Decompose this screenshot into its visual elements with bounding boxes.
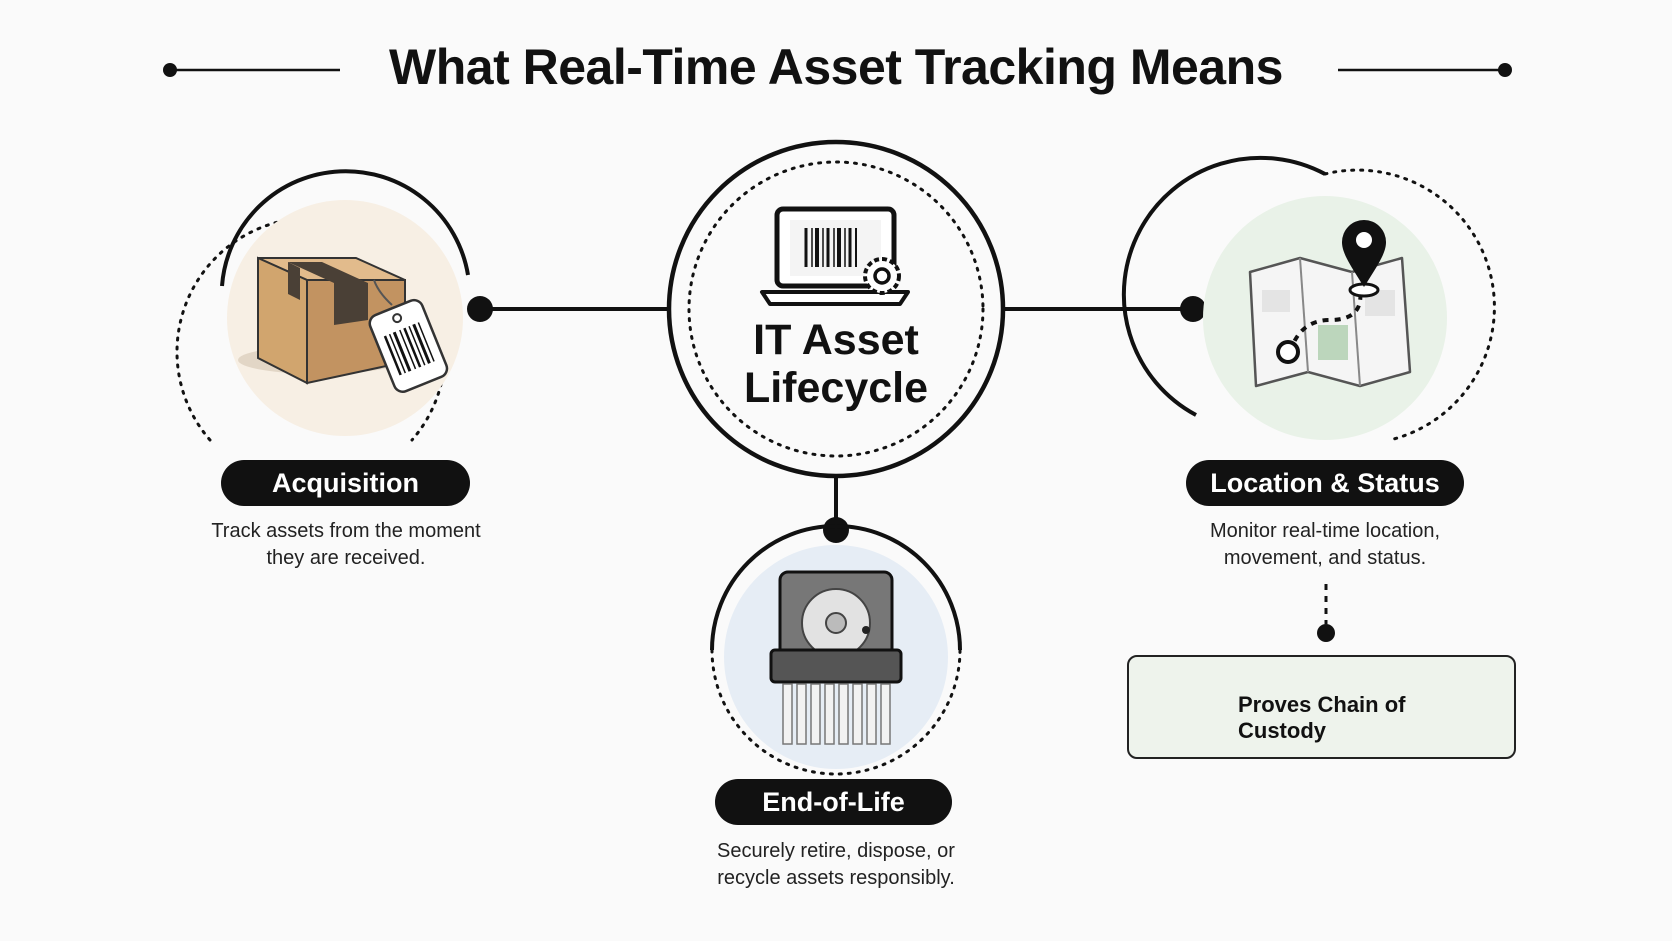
location-status-desc: Monitor real-time location, movement, an… xyxy=(1155,518,1495,572)
connector-hub-end-of-life xyxy=(823,477,849,543)
acquisition-desc-line2: they are received. xyxy=(266,547,426,569)
location-status-pill: Location & Status xyxy=(1186,460,1464,506)
connector-hub-location xyxy=(1003,296,1206,322)
end-of-life-pill: End-of-Life xyxy=(715,779,952,825)
location-desc-line1: Monitor real-time location, xyxy=(1209,520,1441,542)
hub-label-line1: IT Asset xyxy=(753,316,919,364)
end-of-life-desc-line2: recycle assets responsibly. xyxy=(717,867,955,889)
end-of-life-desc: Securely retire, dispose, or recycle ass… xyxy=(666,838,1006,892)
chain-of-custody-label: Proves Chain of Custody xyxy=(1238,692,1406,743)
hub-label-line2: Lifecycle xyxy=(743,364,929,412)
acquisition-desc-line1: Track assets from the moment xyxy=(211,520,481,542)
hub-label: IT Asset Lifecycle xyxy=(686,316,986,412)
chain-of-custody-box xyxy=(1127,655,1516,759)
connector-location-custody xyxy=(1317,584,1335,642)
end-of-life-desc-line1: Securely retire, dispose, or xyxy=(717,840,955,862)
acquisition-desc: Track assets from the moment they are re… xyxy=(176,518,516,572)
laptop-barcode-icon xyxy=(760,206,910,306)
package-with-barcode-tag-icon xyxy=(238,256,449,393)
page-title: What Real-Time Asset Tracking Means xyxy=(389,39,1283,95)
connector-hub-acquisition xyxy=(467,296,670,322)
location-desc-line2: movement, and status. xyxy=(1223,547,1427,569)
map-pin-icon xyxy=(1248,220,1412,388)
acquisition-pill: Acquisition xyxy=(221,460,470,506)
title-left-rule xyxy=(163,63,340,77)
hard-drive-shredder-icon xyxy=(769,570,903,745)
title-right-rule xyxy=(1338,63,1512,77)
hub-circle xyxy=(666,139,1006,479)
